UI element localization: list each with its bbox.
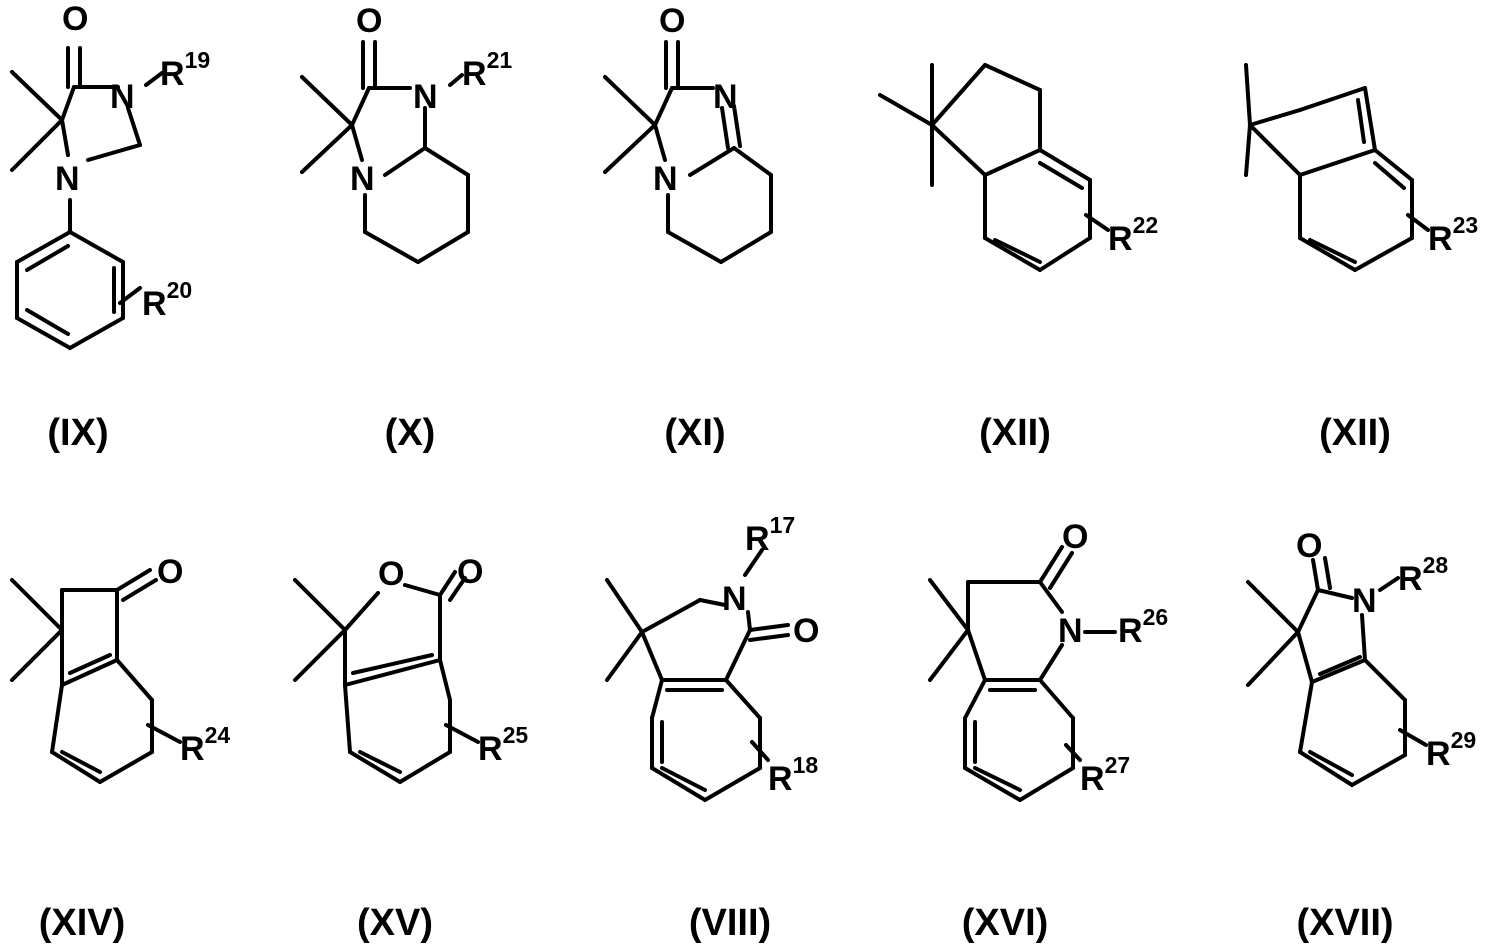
xvii-oxygen-atom: O [1296,527,1322,565]
xv-r25-group: R25 [478,722,528,768]
xvii-r28-group: R28 [1398,552,1448,598]
viii-nitrogen-atom: N [722,580,747,618]
viii-r18-group: R18 [768,752,818,798]
xvii-r29-group: R29 [1426,727,1476,773]
xi-nitrogen-atom-1: N [713,78,738,116]
xii-r23-group: R23 [1428,212,1478,258]
ix-nitrogen-atom-2: N [55,160,80,198]
xvi-caption: (XVI) [962,902,1049,944]
x-r21-group: R21 [462,47,512,93]
xv-carbonyl-oxygen-atom: O [457,553,483,591]
structure-xv: O O R25 (XV) [295,553,528,944]
xiv-oxygen-atom: O [157,553,183,591]
xvi-oxygen-atom: O [1062,518,1088,556]
xvii-nitrogen-atom: N [1352,582,1377,620]
ix-r20-group: R20 [142,277,192,323]
xii-caption-2: (XII) [1319,412,1391,454]
viii-oxygen-atom: O [793,612,819,650]
structure-xi: O N N (XI) [605,2,771,454]
xii-caption-1: (XII) [979,412,1051,454]
xi-caption: (XI) [664,412,725,454]
xiv-r24-group: R24 [180,722,230,768]
x-nitrogen-atom-1: N [413,78,438,116]
structure-xvi: O N R26 R27 (XVI) [930,518,1168,944]
xi-oxygen-atom: O [659,2,685,40]
xvii-caption: (XVII) [1296,902,1393,944]
xi-nitrogen-atom-2: N [653,160,678,198]
x-caption: (X) [385,412,436,454]
structure-viii: N O R17 R18 (VIII) [607,512,819,944]
structure-xii-a: R22 (XII) [880,65,1158,454]
xv-caption: (XV) [357,902,433,944]
viii-caption: (VIII) [689,902,771,944]
xvi-r27-group: R27 [1080,752,1130,798]
xiv-caption: (XIV) [39,902,126,944]
xv-ring-oxygen-atom: O [378,555,404,593]
xvi-nitrogen-atom: N [1058,612,1083,650]
structure-xiv: O R24 (XIV) [12,553,230,944]
xvi-r26-group: R26 [1118,604,1168,650]
structure-xii-b: R23 (XII) [1246,65,1478,454]
xii-r22-group: R22 [1108,212,1158,258]
ix-oxygen-atom: O [62,0,88,38]
x-nitrogen-atom-2: N [350,160,375,198]
ix-caption: (IX) [47,412,108,454]
structure-xvii: O N R28 R29 (XVII) [1248,527,1476,944]
structure-x: O N N R21 (X) [302,2,512,454]
ix-r19-group: R19 [160,47,210,93]
structure-ix: O N N R19 R20 (IX) [12,0,210,454]
x-oxygen-atom: O [356,2,382,40]
ix-nitrogen-atom-1: N [110,78,135,116]
viii-r17-group: R17 [745,512,795,558]
